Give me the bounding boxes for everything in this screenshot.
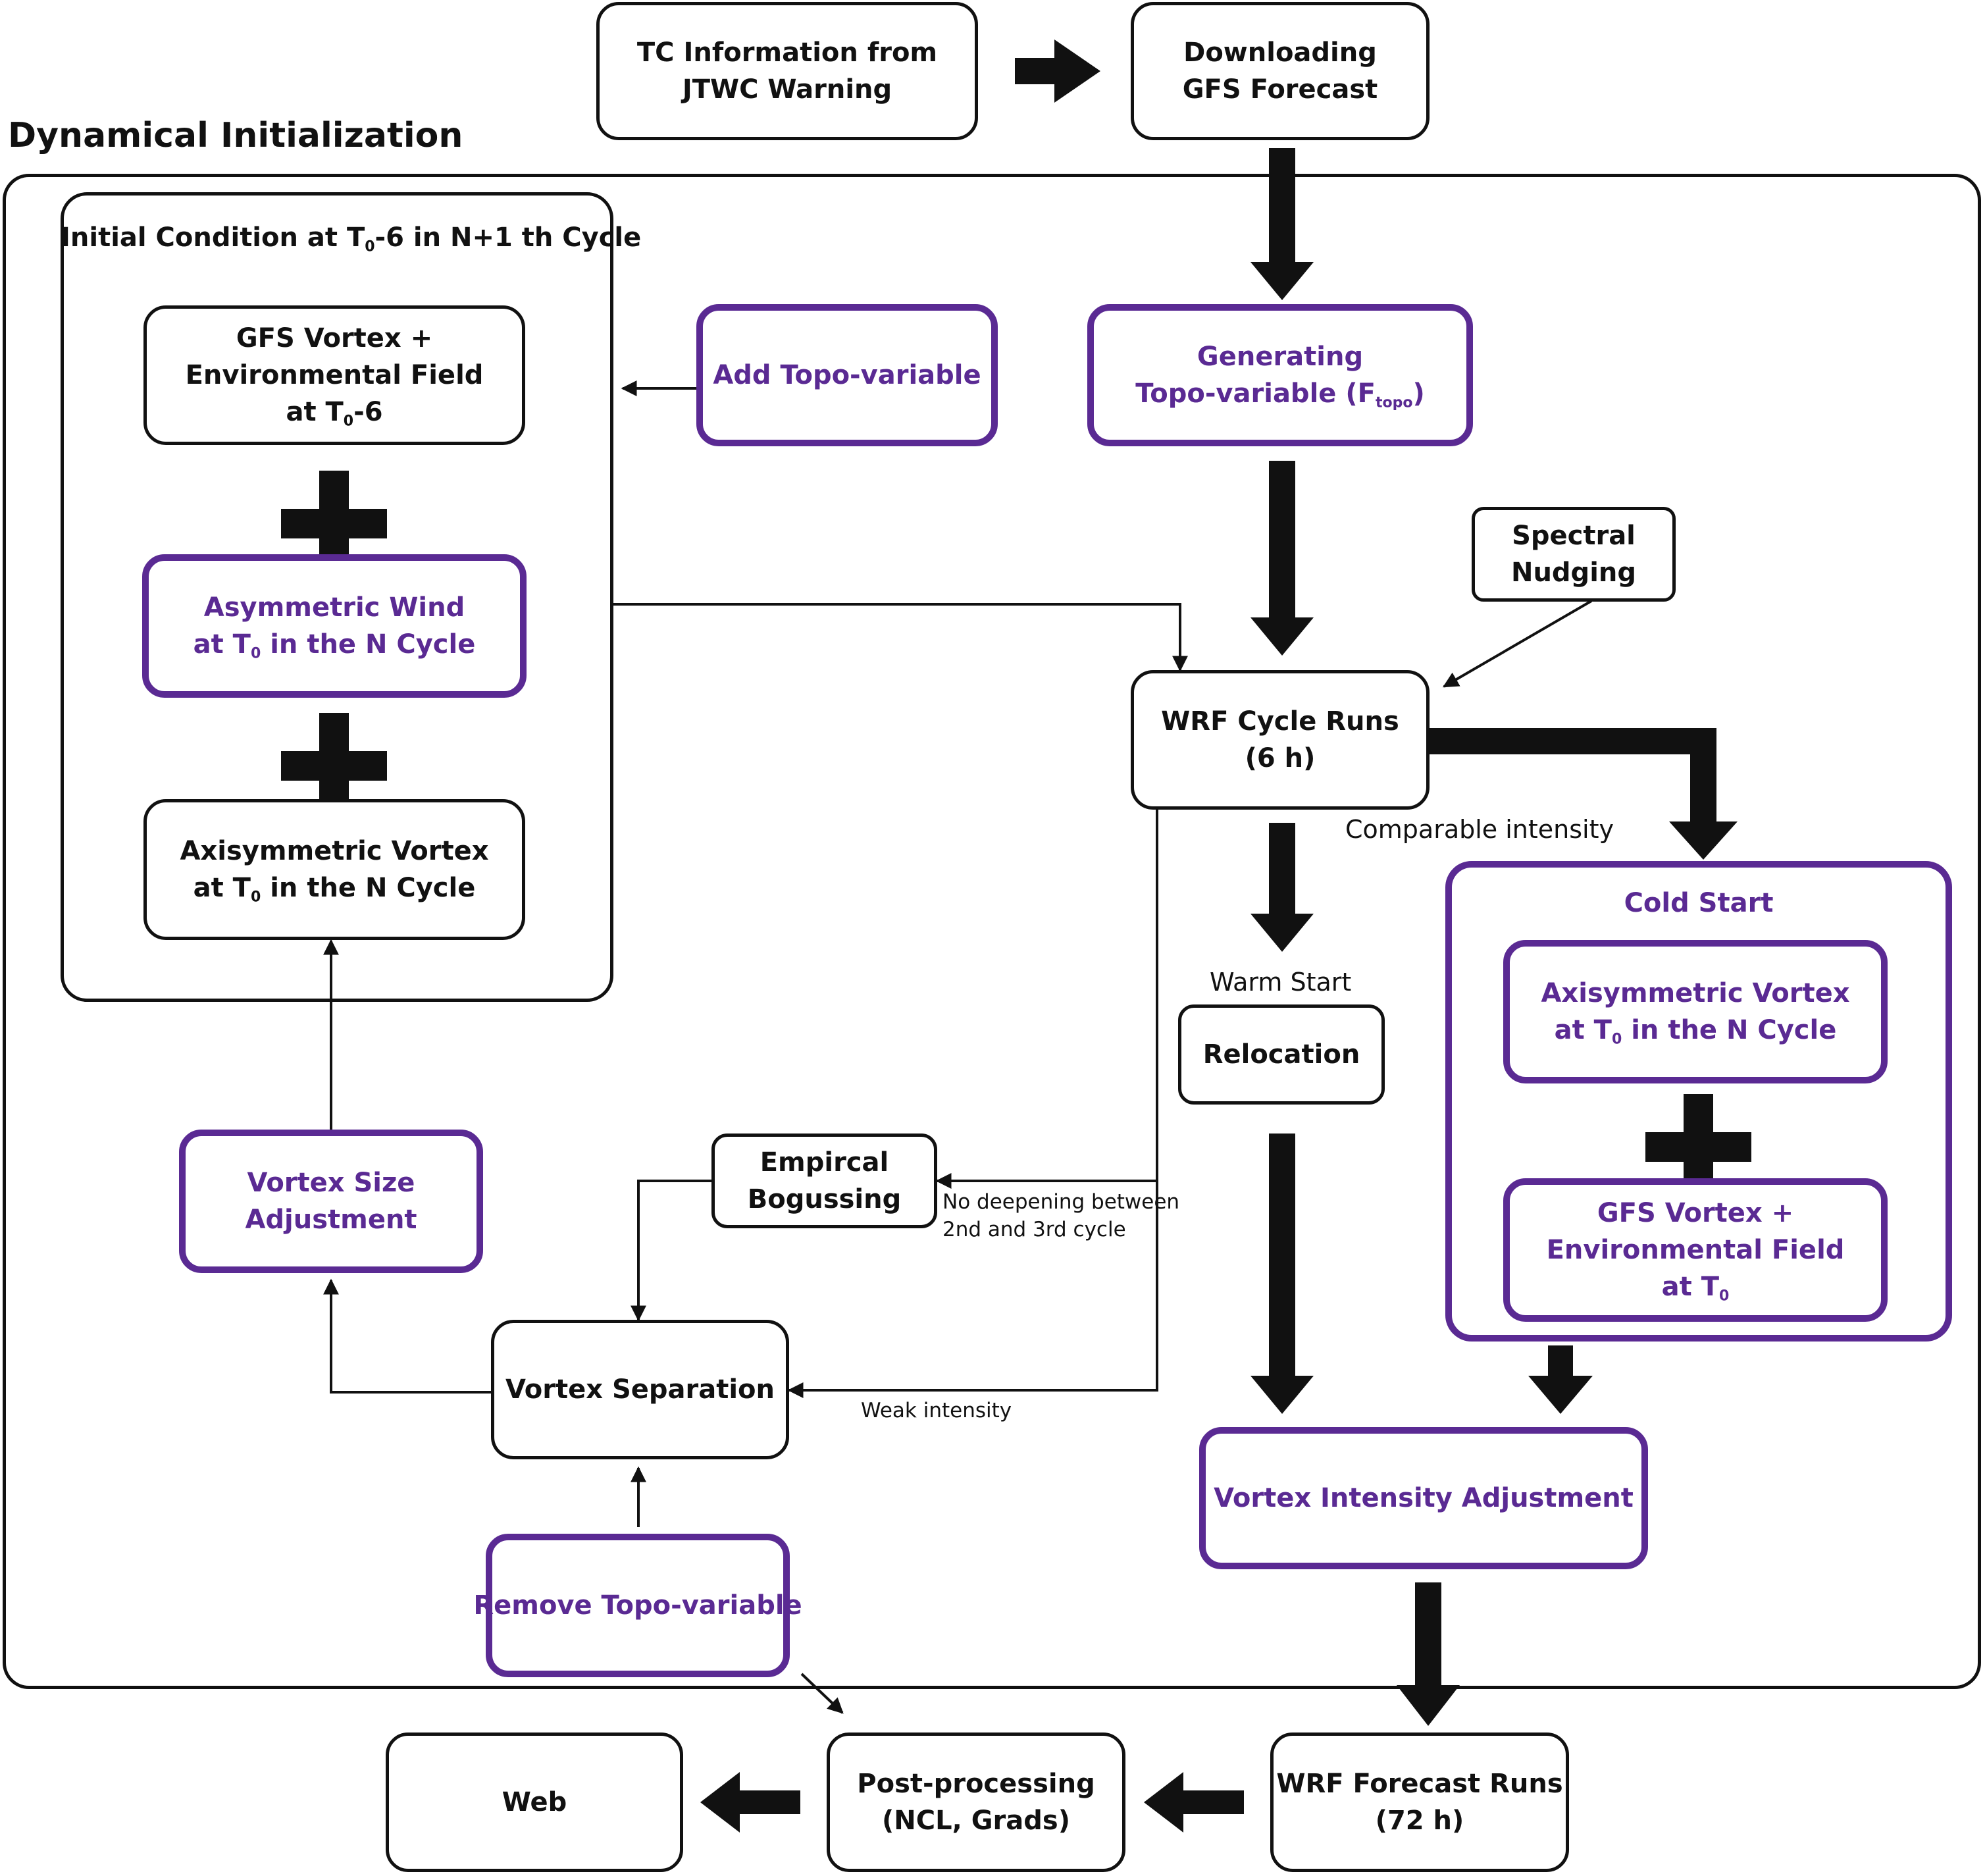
arrow-wrfcycle-to-separation xyxy=(787,1178,1158,1398)
thick-arrow-coldstart-to-intensity xyxy=(1528,1345,1593,1414)
comparable-intensity-label: Comparable intensity xyxy=(1345,815,1614,844)
remove-topo-variable-box: Remove Topo-variable xyxy=(473,1534,802,1677)
thick-arrow-forecast-to-postprocessing xyxy=(1144,1772,1244,1833)
thick-arrow-tc-to-downloading xyxy=(1015,39,1100,103)
arrow-initial-to-wrfcycle xyxy=(613,603,1188,672)
arrow-separation-to-sizeadj xyxy=(323,1278,491,1394)
thick-arrow-downloading-to-generating xyxy=(1250,148,1314,300)
wrf-cycle-runs-box: WRF Cycle Runs(6 h) xyxy=(1131,670,1430,810)
dynamical-initialization-container xyxy=(3,174,1981,1689)
plus-icon xyxy=(281,471,387,577)
thick-arrow-wrfcycle-to-coldstart xyxy=(1430,728,1738,860)
vortex-separation-box: Vortex Separation xyxy=(491,1320,789,1459)
cold-start-container: Cold Start xyxy=(1445,861,1952,1342)
post-processing-box: Post-processing(NCL, Grads) xyxy=(827,1733,1125,1872)
wrf-forecast-runs-box: WRF Forecast Runs(72 h) xyxy=(1270,1733,1569,1872)
section-title: Dynamical Initialization xyxy=(8,116,463,155)
arrow-spectral-to-wrfcycle xyxy=(1442,600,1593,688)
add-topo-variable-box: Add Topo-variable xyxy=(696,304,998,446)
vortex-intensity-adjustment-box: Vortex Intensity Adjustment xyxy=(1199,1427,1648,1569)
thick-arrow-relocation-to-intensity xyxy=(1250,1133,1314,1414)
plus-icon xyxy=(1645,1094,1751,1200)
relocation-box: Relocation xyxy=(1178,1004,1385,1105)
plus-icon xyxy=(281,713,387,819)
thick-arrow-intensity-to-forecast xyxy=(1397,1582,1460,1726)
weak-intensity-label: Weak intensity xyxy=(861,1399,1012,1422)
thick-arrow-generating-to-wrfcycle xyxy=(1250,461,1314,656)
initial-condition-container xyxy=(61,192,613,1002)
thick-arrow-wrfcycle-to-warmstart xyxy=(1250,823,1314,952)
thick-arrow-postprocessing-to-web xyxy=(700,1772,800,1833)
web-box: Web xyxy=(386,1733,683,1872)
initial-condition-title: Initial Condition at T0-6 in N+1 th Cycl… xyxy=(61,222,642,255)
arrow-bogussing-to-separation xyxy=(631,1180,711,1322)
warm-start-label: Warm Start xyxy=(1210,968,1352,997)
arrow-removetopo-to-postprocessing xyxy=(800,1673,844,1714)
